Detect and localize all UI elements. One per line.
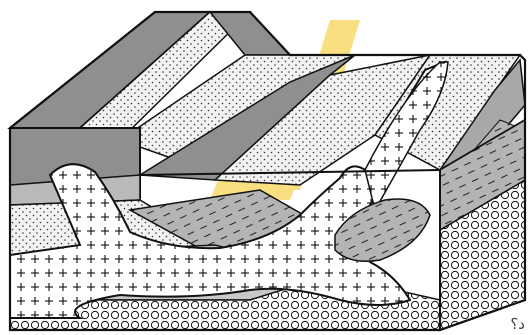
corner-label: د؟ bbox=[510, 315, 525, 333]
